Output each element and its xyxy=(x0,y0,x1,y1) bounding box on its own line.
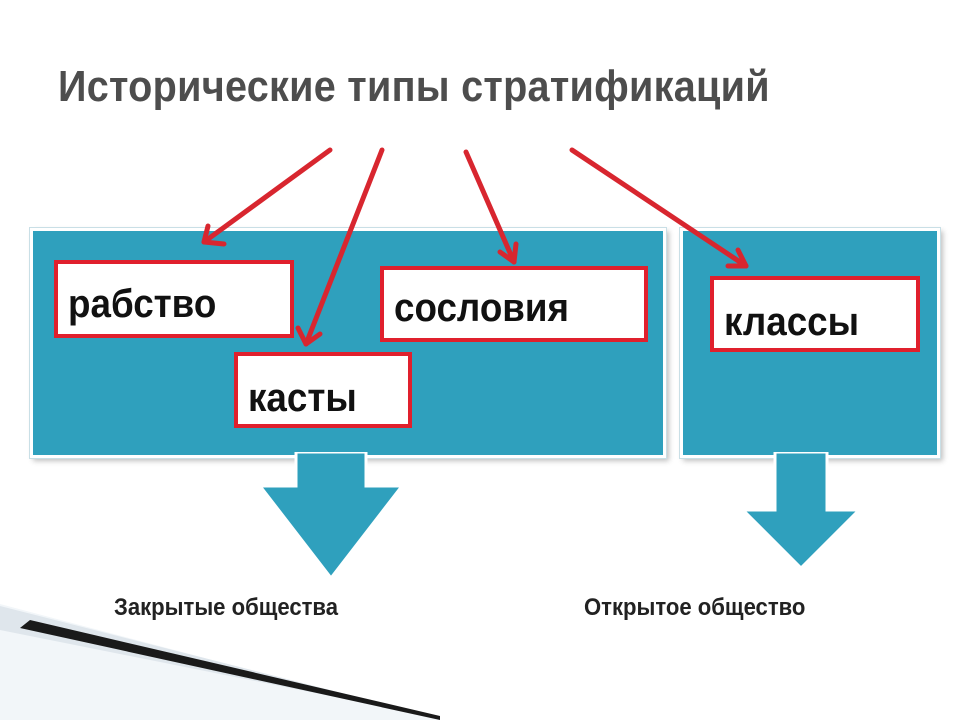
arrow-to-castes-icon xyxy=(295,147,385,347)
open-down-arrow-icon xyxy=(739,452,863,571)
classes-label: классы xyxy=(724,300,860,344)
arrow-to-classes-icon xyxy=(569,147,749,269)
castes-label: касты xyxy=(248,376,357,420)
closed-down-arrow-icon xyxy=(256,452,406,581)
arrow-to-slavery-icon xyxy=(201,147,333,247)
estates-box: сословия xyxy=(380,266,648,342)
slavery-label: рабство xyxy=(68,282,217,326)
slavery-box: рабство xyxy=(54,260,294,338)
page-title: Исторические типы стратификаций xyxy=(58,62,770,111)
classes-box: классы xyxy=(710,276,920,352)
estates-label: сословия xyxy=(394,286,570,330)
open-society-caption: Открытое общество xyxy=(584,594,806,621)
closed-societies-caption: Закрытые общества xyxy=(114,594,338,621)
arrow-to-estates-icon xyxy=(463,149,519,265)
castes-box: касты xyxy=(234,352,412,428)
